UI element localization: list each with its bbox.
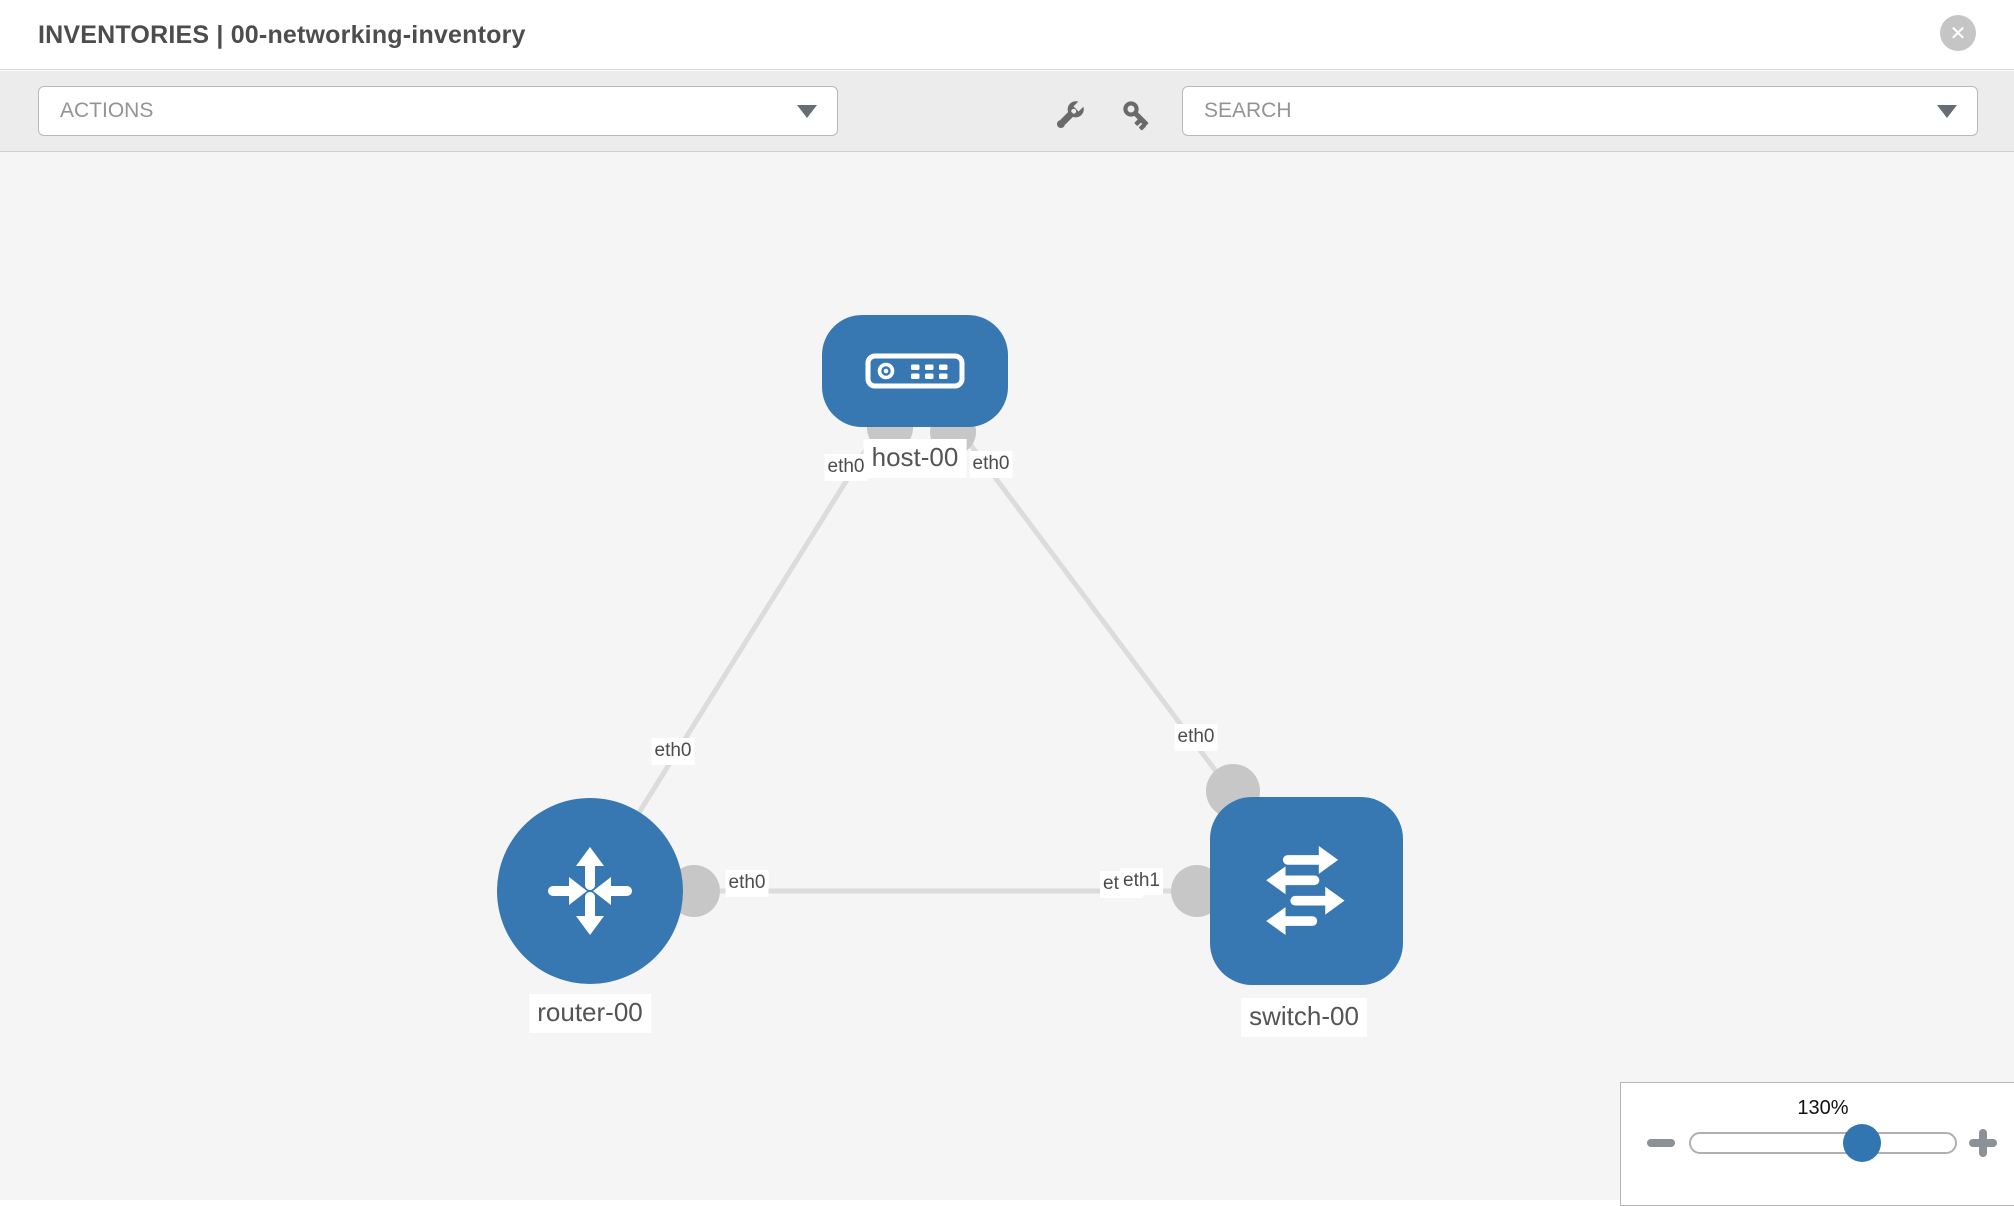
close-icon[interactable]: ✕ <box>1940 15 1976 51</box>
credentials-button[interactable] <box>1118 96 1158 136</box>
zoom-slider-track[interactable] <box>1689 1132 1957 1154</box>
configure-button[interactable] <box>1049 96 1089 136</box>
interface-label-host-right: eth0 <box>969 451 1013 478</box>
zoom-in-button[interactable] <box>1969 1129 1997 1157</box>
interface-label-host-left: eth0 <box>824 454 868 481</box>
actions-dropdown[interactable]: ACTIONS <box>38 86 838 136</box>
interface-label-router-horiz: eth0 <box>725 870 769 897</box>
search-dropdown[interactable]: SEARCH <box>1182 86 1978 136</box>
page-title: INVENTORIES | 00-networking-inventory <box>38 21 526 49</box>
zoom-control-panel: 130% <box>1620 1082 2014 1206</box>
zoom-slider-handle[interactable] <box>1843 1124 1881 1162</box>
node-switch-00[interactable] <box>1210 797 1403 985</box>
key-icon <box>1123 101 1149 131</box>
topology-links-layer <box>587 369 1308 917</box>
node-label-router: router-00 <box>529 994 651 1033</box>
switch-icon <box>1265 845 1345 935</box>
toolbar: ACTIONS SEARCH <box>0 71 2014 152</box>
breadcrumb-header: INVENTORIES | 00-networking-inventory ✕ <box>0 0 2014 70</box>
topology-canvas[interactable]: host-00 router-00 switch-00 eth0 eth0 et… <box>0 152 2014 1206</box>
interface-label-switch-eth1: eth1 <box>1120 868 1163 895</box>
router-icon <box>548 847 632 935</box>
node-label-host: host-00 <box>863 439 967 478</box>
interface-label-router-diag: eth0 <box>651 738 695 765</box>
chevron-down-icon <box>1937 104 1957 118</box>
chevron-down-icon <box>797 104 817 118</box>
node-router-00[interactable] <box>497 798 683 984</box>
host-icon <box>865 353 965 389</box>
wrench-icon <box>1056 100 1085 129</box>
search-dropdown-label: SEARCH <box>1204 99 1292 122</box>
plus-icon <box>1979 1129 1987 1157</box>
actions-dropdown-label: ACTIONS <box>60 99 154 122</box>
node-label-switch: switch-00 <box>1241 998 1367 1037</box>
interface-label-switch-top: eth0 <box>1174 724 1218 751</box>
zoom-out-button[interactable] <box>1647 1139 1675 1147</box>
node-host-00[interactable] <box>822 315 1008 427</box>
zoom-level-value: 130% <box>1797 1097 1849 1119</box>
